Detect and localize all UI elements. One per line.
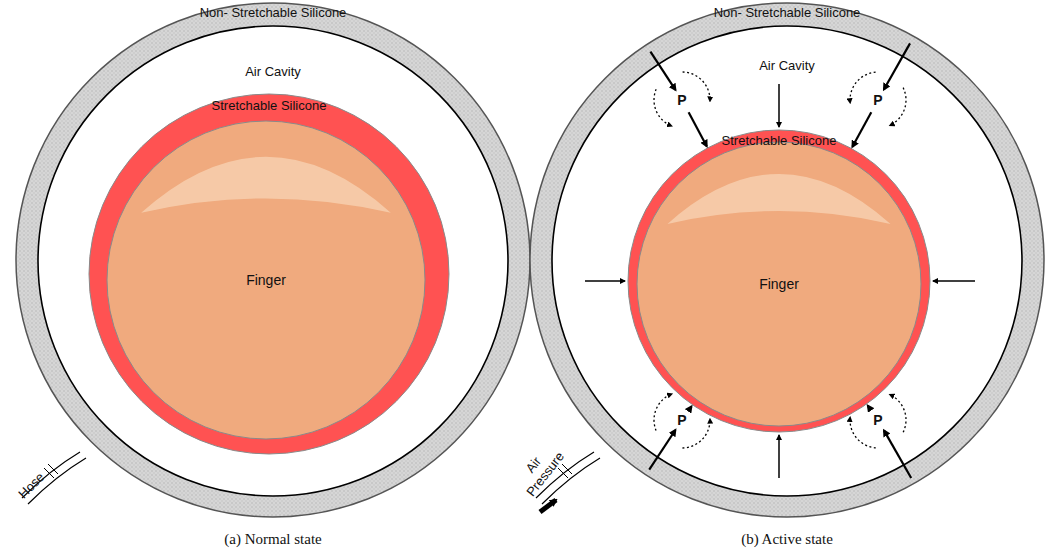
- pressure-symbol: P: [677, 412, 686, 428]
- finger: Finger: [636, 141, 922, 427]
- pressure-symbol: P: [873, 92, 882, 108]
- caption: (b) Active state: [741, 531, 833, 548]
- caption: (a) Normal state: [224, 531, 321, 548]
- part-label: Finger: [759, 276, 799, 292]
- pressure-symbol: P: [677, 92, 686, 108]
- air-cavity: Air CavityStretchable SiliconeFinger: [551, 25, 1023, 497]
- part-label: Finger: [246, 272, 286, 288]
- part-label: Non- Stretchable Silicone: [200, 6, 347, 21]
- air-pressure-label: Air Pressure: [509, 436, 571, 503]
- hose-label: Hose: [16, 470, 48, 502]
- part-label: Air Cavity: [245, 65, 301, 80]
- part-label: Stretchable Silicone: [212, 99, 327, 114]
- part-label: Stretchable Silicone: [722, 134, 837, 149]
- non-stretchable-ring: Non- Stretchable SiliconeAir CavityStret…: [15, 2, 531, 518]
- stretchable-layer: Stretchable SiliconeFinger: [88, 93, 450, 455]
- air-cavity: Air CavityStretchable SiliconeFinger: [37, 25, 509, 497]
- finger: Finger: [106, 120, 426, 440]
- non-stretchable-ring: Non- Stretchable SiliconeAir CavityStret…: [529, 2, 1045, 518]
- part-label: Non- Stretchable Silicone: [714, 6, 861, 21]
- pressure-symbol: P: [873, 412, 882, 428]
- part-label: Air Cavity: [759, 59, 815, 74]
- stretchable-layer: Stretchable SiliconeFinger: [627, 129, 931, 433]
